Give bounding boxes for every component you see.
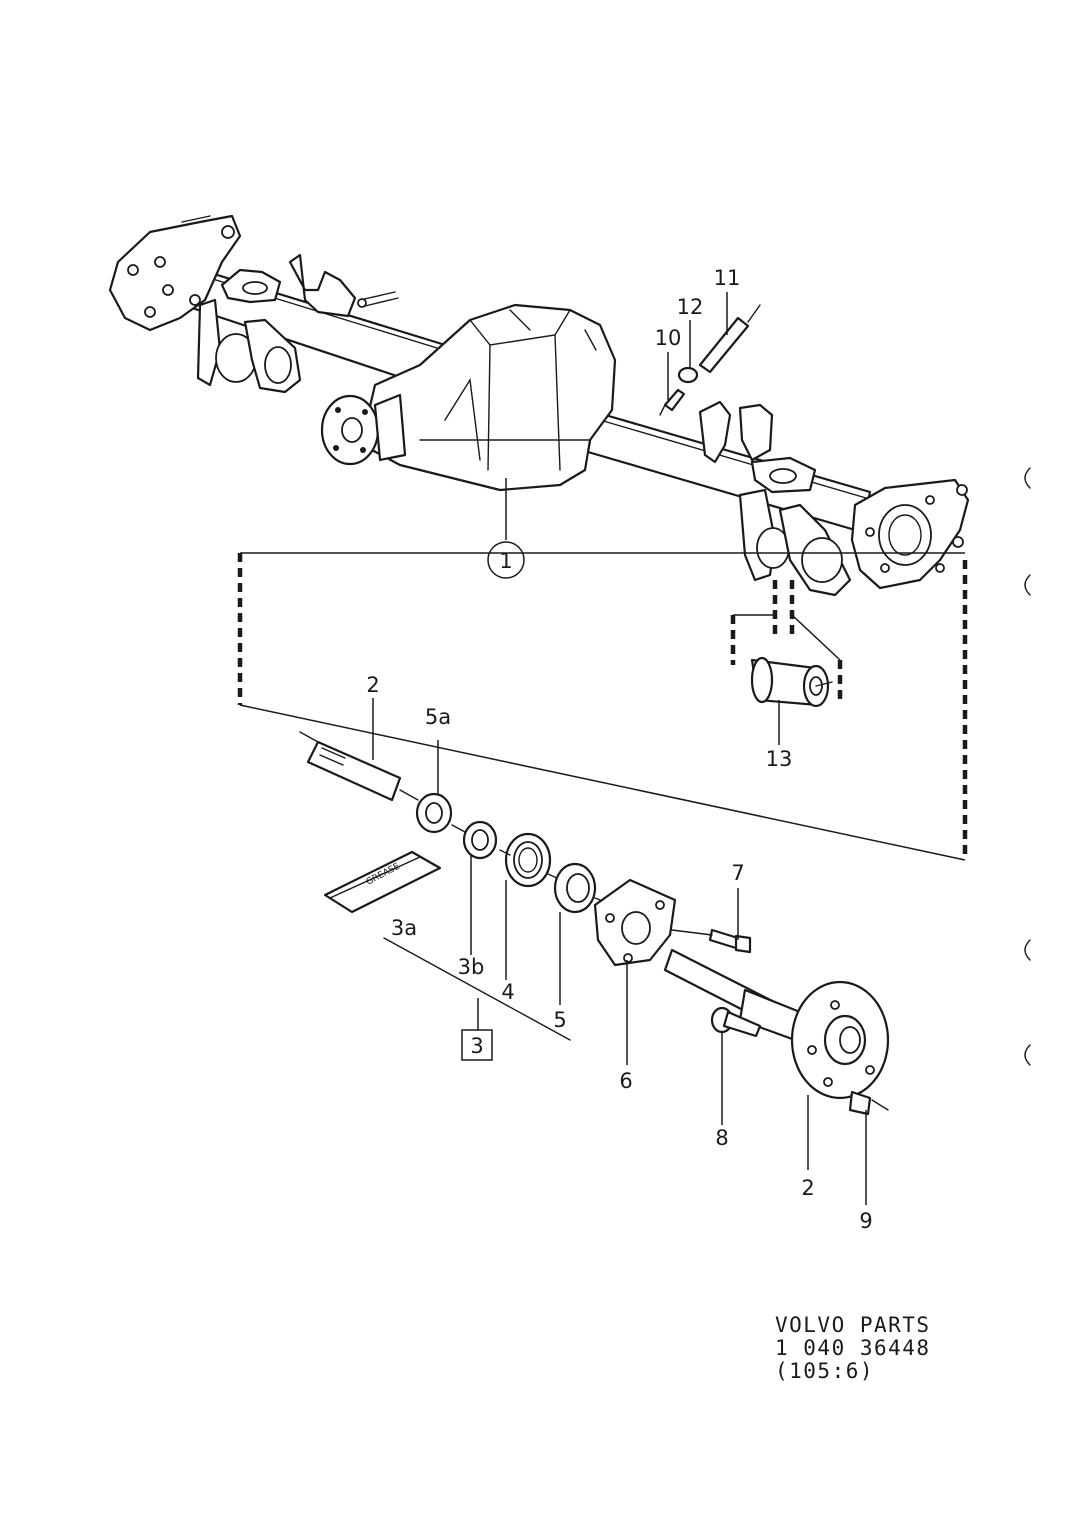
reference-line-2: 1 040 36448 — [775, 1336, 931, 1360]
axis-lines — [299, 731, 889, 1111]
binder-marks — [1024, 467, 1031, 1066]
rear-axle-housing — [108, 214, 970, 597]
callout-3b: 3b — [458, 955, 485, 979]
callout-circle-1 — [487, 541, 525, 579]
parts-reference-block: VOLVO PARTS 1 040 36448 (105:6) — [775, 1313, 931, 1383]
drive-shaft-inner — [306, 740, 402, 802]
rubber-bushing — [750, 656, 833, 708]
reference-line-3: (105:6) — [775, 1359, 874, 1383]
callout-6: 6 — [619, 1069, 632, 1093]
grease-tube: GREASE — [323, 850, 442, 914]
callout-9: 9 — [859, 1209, 872, 1233]
reference-line-1: VOLVO PARTS — [775, 1313, 931, 1337]
callout-3: 3 — [470, 1034, 483, 1058]
callout-11: 11 — [714, 266, 741, 290]
callout-box-3 — [461, 1029, 493, 1061]
callout-12: 12 — [677, 295, 704, 319]
callout-1: 1 — [499, 549, 512, 573]
callout-8: 8 — [715, 1126, 728, 1150]
callout-13: 13 — [766, 747, 793, 771]
lock-ring — [462, 820, 498, 860]
callout-10: 10 — [655, 326, 682, 350]
callout-5: 5 — [553, 1008, 566, 1032]
callout-3a: 3a — [391, 916, 417, 940]
bearing-retainer-plate — [593, 878, 677, 967]
leader-lines — [372, 292, 867, 1205]
callout-2-top: 2 — [366, 673, 379, 697]
ball-bearing — [504, 832, 552, 888]
callout-5a: 5a — [425, 705, 451, 729]
assembly-boundary-lines — [237, 552, 968, 861]
breather-assembly — [659, 304, 761, 416]
bolt — [708, 928, 752, 954]
callout-4: 4 — [501, 980, 514, 1004]
callout-7: 7 — [731, 861, 744, 885]
callout-2-bottom: 2 — [801, 1176, 814, 1200]
wheel-nut — [848, 1090, 872, 1116]
bearing-seal — [553, 862, 597, 914]
drive-shaft-outer — [663, 948, 890, 1100]
